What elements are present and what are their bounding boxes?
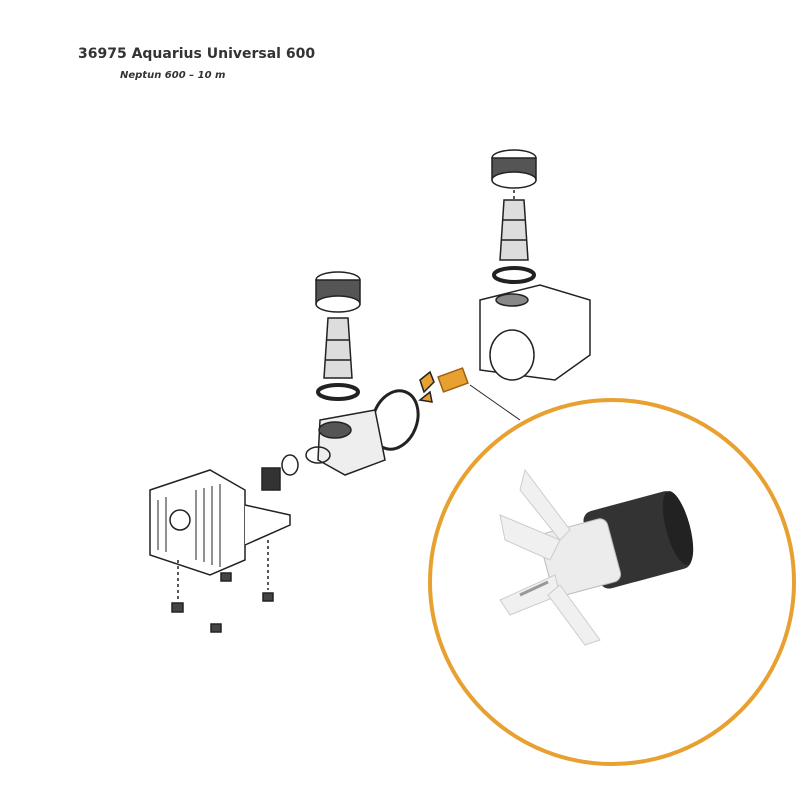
left-o-ring xyxy=(316,383,360,401)
pump-housing-top xyxy=(479,284,591,381)
housing-cover xyxy=(317,409,386,476)
right-hose-adapter xyxy=(499,199,529,261)
right-nut xyxy=(491,149,537,189)
product-title: 36975 Aquarius Universal 600 xyxy=(78,46,316,62)
inlet-connector xyxy=(261,446,331,491)
left-nut xyxy=(315,271,361,313)
left-hose-adapter xyxy=(323,317,353,379)
product-subtitle: Neptun 600 – 10 m xyxy=(120,70,226,81)
motor-block xyxy=(149,469,291,576)
impeller-photo-callout xyxy=(428,398,796,766)
right-o-ring xyxy=(492,266,536,284)
impeller-highlight xyxy=(418,367,469,403)
suction-feet xyxy=(171,540,274,633)
